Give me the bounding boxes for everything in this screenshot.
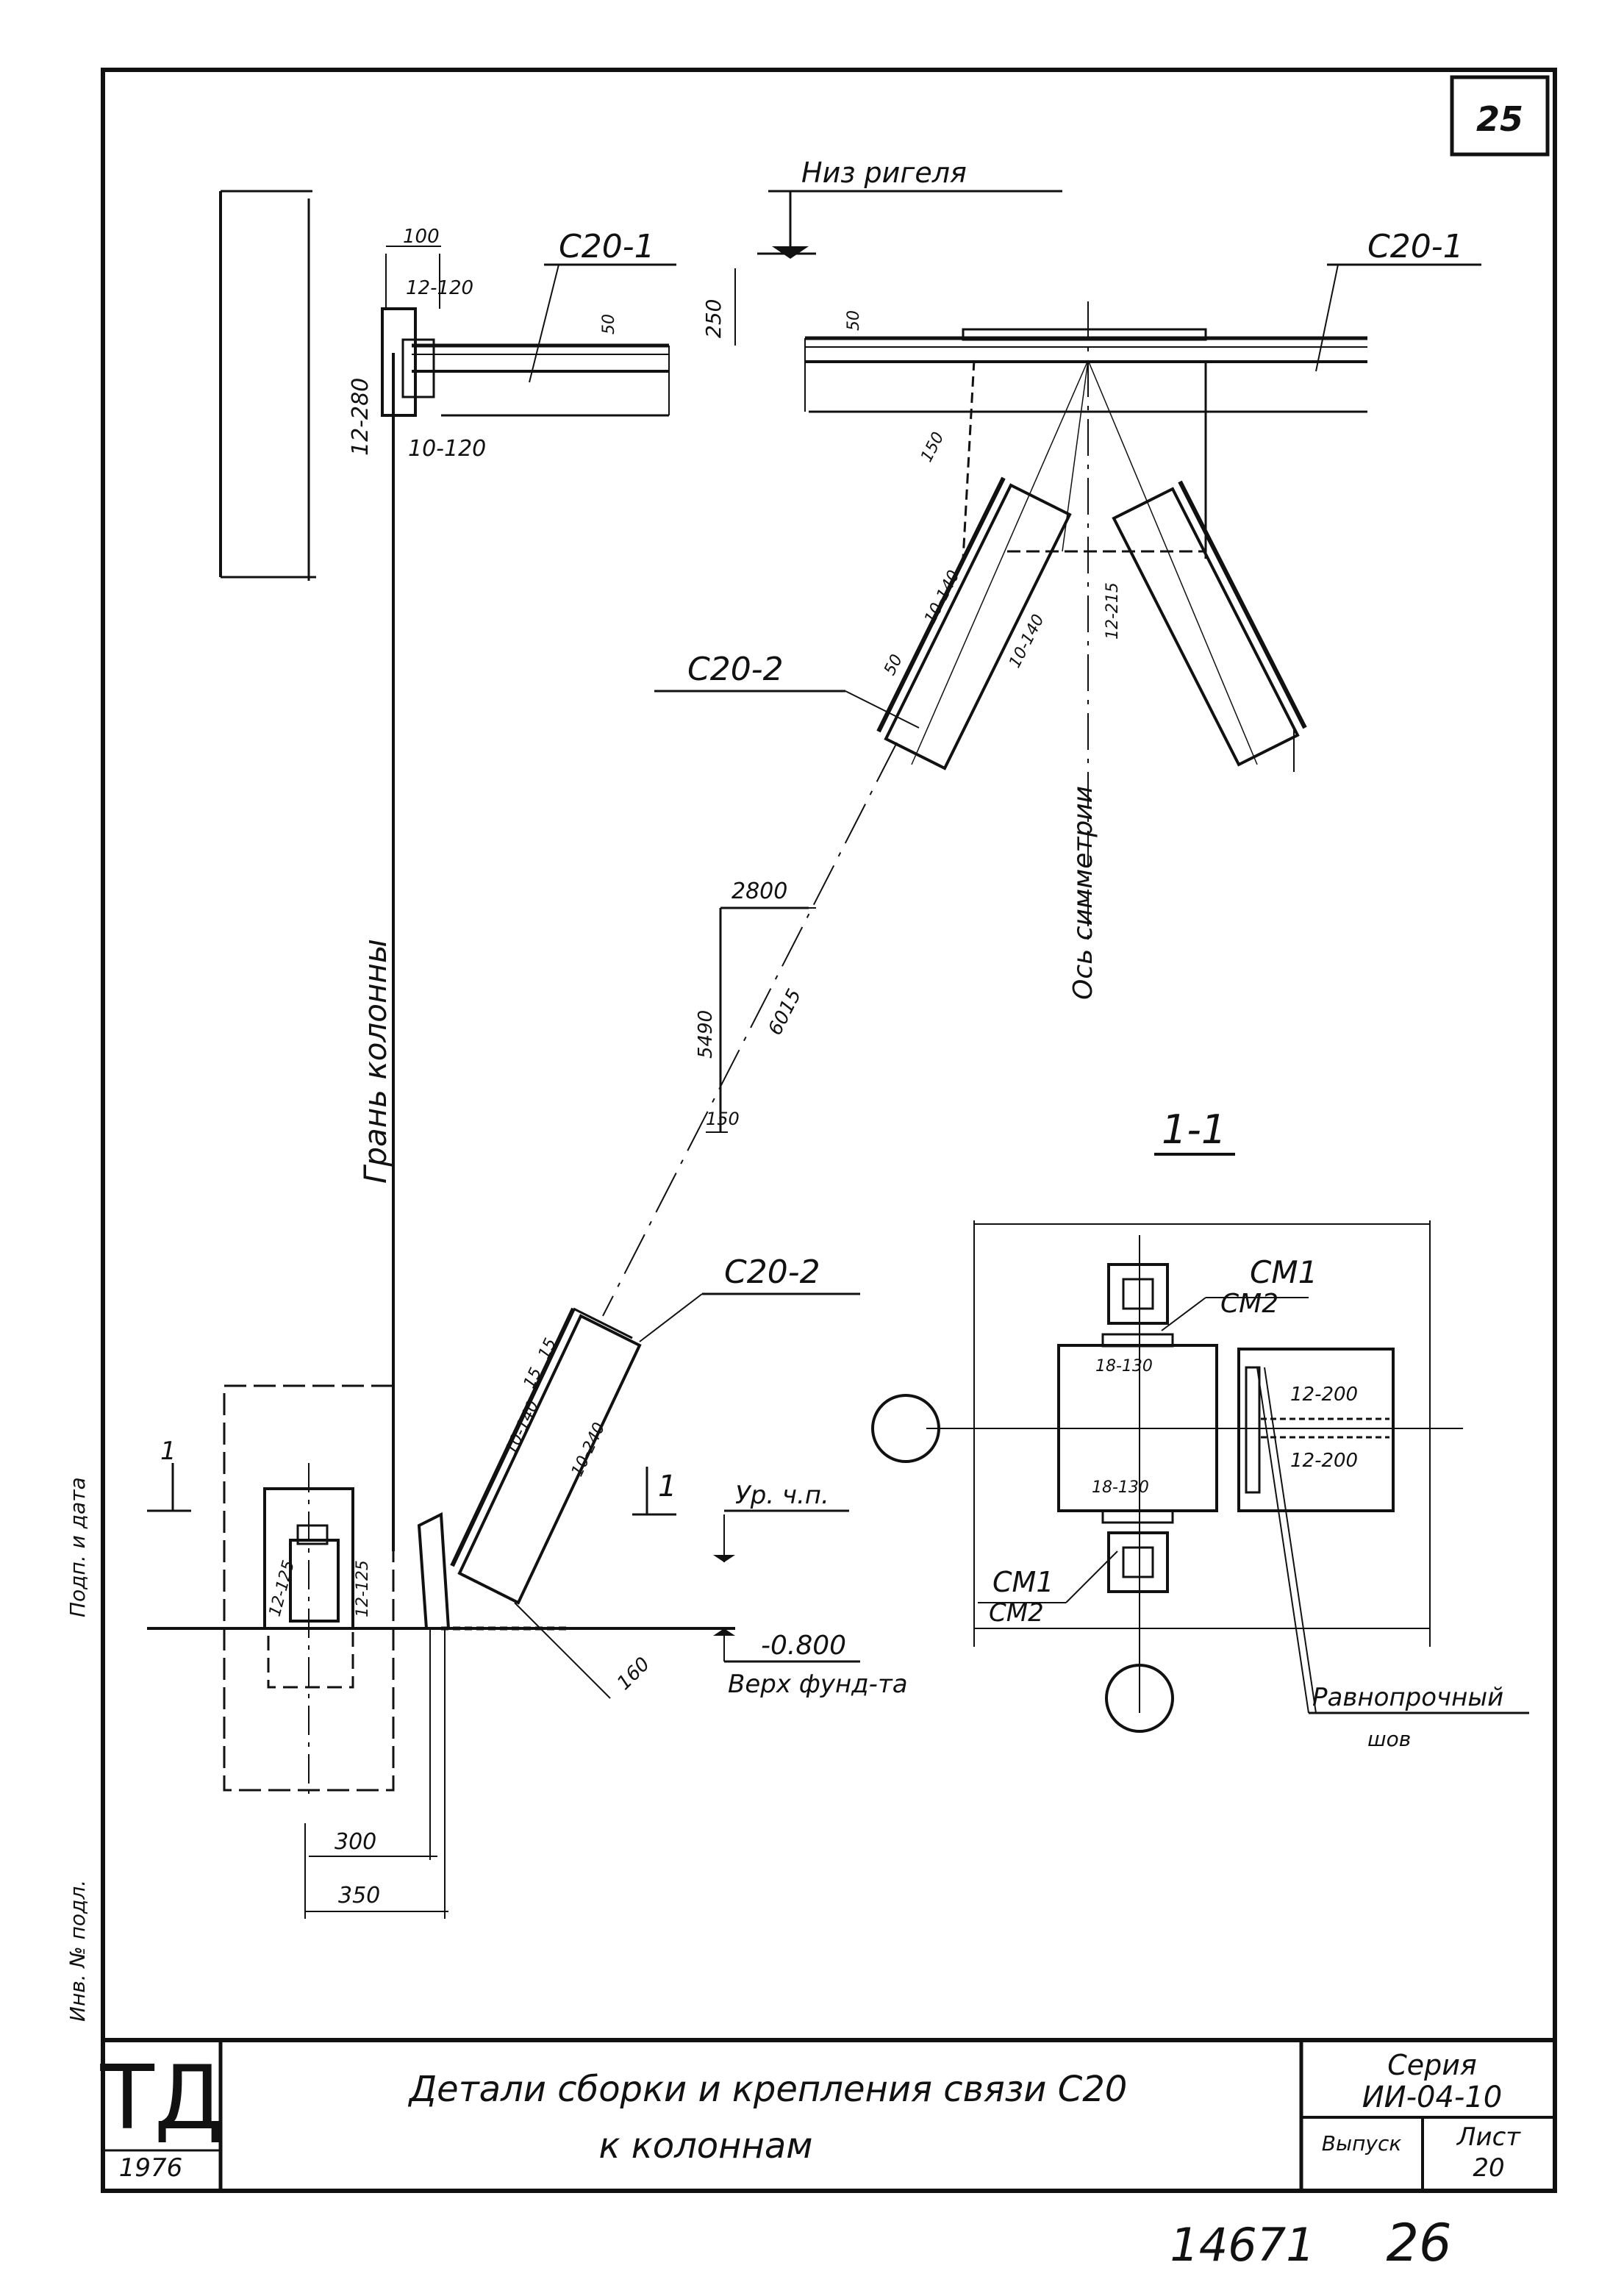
label-equal-strength-weld-1: Равнопрочный bbox=[1312, 1683, 1503, 1712]
dim-50-c: 50 bbox=[881, 651, 906, 678]
dim-150-small: 150 bbox=[706, 1109, 740, 1129]
sheet-frame bbox=[101, 68, 1557, 2193]
dim-160: 160 bbox=[613, 1653, 654, 1695]
section-1-1: 1-1 18-130 18-130 12-200 12-200 СМ1 bbox=[871, 1106, 1529, 1751]
corner-number-box: 25 bbox=[1450, 75, 1550, 157]
label-c20-1-right: С20-1 bbox=[1367, 228, 1464, 265]
dim-18-130-b: 18-130 bbox=[1092, 1478, 1149, 1497]
label-equal-strength-weld-2: шов bbox=[1367, 1727, 1411, 1751]
label-cm2-top: СМ2 bbox=[1220, 1289, 1278, 1319]
label-foundation-top-value: -0.800 bbox=[761, 1631, 846, 1661]
label-cm1-bottom: СМ1 bbox=[992, 1566, 1054, 1598]
label-riegel-bottom: Низ ригеля bbox=[801, 157, 967, 189]
label-column-face: Грань колонны bbox=[357, 939, 393, 1184]
dim-12-125-a: 12-125 bbox=[266, 1559, 298, 1619]
dim-12-200-b: 12-200 bbox=[1290, 1450, 1358, 1472]
dim-12-215: 12-215 bbox=[1103, 582, 1122, 640]
top-left-column-detail: 100 12-120 12-280 10-120 50 С20-1 bbox=[219, 190, 676, 1551]
section-title: 1-1 bbox=[1162, 1106, 1226, 1153]
sheet-value: 20 bbox=[1473, 2153, 1504, 2183]
dim-18-130-a: 18-130 bbox=[1095, 1357, 1153, 1376]
dim-150: 150 bbox=[917, 429, 948, 465]
dim-12-125-b: 12-125 bbox=[354, 1560, 372, 1617]
dim-2800: 2800 bbox=[731, 879, 787, 904]
series-value: ИИ-04-10 bbox=[1362, 2081, 1503, 2114]
label-c20-2-bottom: С20-2 bbox=[724, 1253, 820, 1291]
label-foundation-top: Верх фунд-та bbox=[728, 1670, 908, 1699]
dim-10-140-c: 10-140 bbox=[502, 1398, 543, 1457]
dim-6015: 6015 bbox=[765, 986, 806, 1040]
dim-10-240: 10-240 bbox=[568, 1420, 609, 1479]
section-mark-right: 1 bbox=[658, 1470, 676, 1503]
dim-12-200-a: 12-200 bbox=[1290, 1384, 1358, 1406]
stamp-page: 26 bbox=[1386, 2213, 1451, 2273]
dim-250: 250 bbox=[701, 299, 726, 338]
margin-text-sign-date: Подп. и дата bbox=[65, 1477, 90, 1617]
drawing-title-line2: к колоннам bbox=[598, 2125, 812, 2167]
label-c20-2-top: С20-2 bbox=[687, 651, 784, 688]
drawing-title-line1: Детали сборки и крепления связи С20 bbox=[408, 2069, 1128, 2110]
dim-50-b: 50 bbox=[845, 310, 863, 331]
corner-number: 25 bbox=[1476, 99, 1523, 139]
dim-10-140-b: 10-140 bbox=[1006, 612, 1048, 671]
label-floor-level: Ур. ч.п. bbox=[735, 1481, 829, 1510]
top-right-riegel-detail: Низ ригеля 250 50 С20-1 Ось симметрии 10… bbox=[654, 157, 1481, 1000]
dim-50-a: 50 bbox=[600, 314, 618, 335]
diagonal-axis: 2800 5490 6015 150 Грань колонны bbox=[357, 742, 898, 1317]
dim-12-120: 12-120 bbox=[406, 277, 473, 299]
stamp-number: 14671 bbox=[1170, 2218, 1314, 2272]
dim-15-a: 15 bbox=[521, 1365, 545, 1392]
td-logo: ТД bbox=[99, 2047, 223, 2150]
dim-5490: 5490 bbox=[695, 1010, 717, 1059]
series-label: Серия bbox=[1387, 2049, 1477, 2081]
dim-100: 100 bbox=[403, 226, 440, 248]
title-block: ТД 1976 Детали сборки и крепления связи … bbox=[99, 2040, 1555, 2191]
title-year: 1976 bbox=[119, 2153, 183, 2183]
issue-label: Выпуск bbox=[1322, 2131, 1402, 2156]
label-symmetry-axis: Ось симметрии bbox=[1068, 786, 1098, 1000]
margin-text-inventory: Инв. № подл. bbox=[65, 1880, 90, 2022]
label-cm1-top: СМ1 bbox=[1250, 1254, 1317, 1290]
bottom-left-base-detail: 12-125 12-125 1 1 300 350 10-140 10-240 … bbox=[147, 1253, 908, 1919]
dim-300: 300 bbox=[335, 1829, 376, 1855]
section-mark-left: 1 bbox=[160, 1437, 176, 1466]
dim-12-280: 12-280 bbox=[348, 378, 373, 456]
sheet-label: Лист bbox=[1456, 2122, 1521, 2152]
label-c20-1-left: С20-1 bbox=[559, 228, 655, 265]
dim-10-120: 10-120 bbox=[408, 436, 486, 462]
dim-350: 350 bbox=[338, 1883, 380, 1909]
